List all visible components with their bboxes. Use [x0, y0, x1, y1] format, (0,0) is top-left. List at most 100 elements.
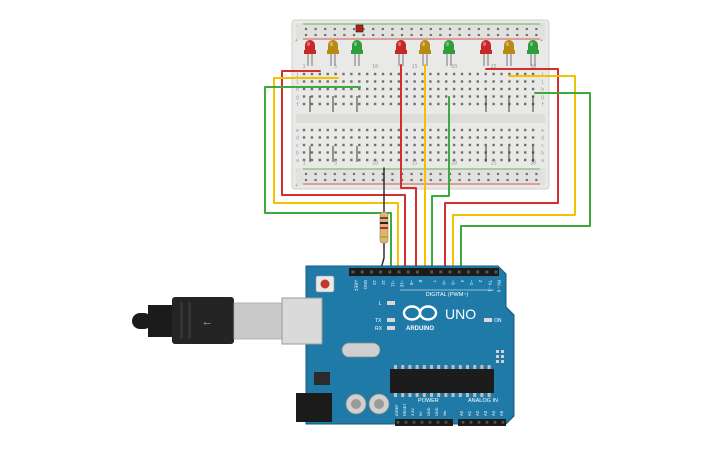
led-red[interactable]: [480, 40, 492, 66]
led-green[interactable]: [443, 40, 455, 66]
breadboard-hole[interactable]: [302, 102, 306, 106]
rail-hole[interactable]: [372, 33, 375, 37]
analog-pin-hole[interactable]: [469, 421, 473, 424]
rail-hole[interactable]: [439, 172, 442, 176]
rail-hole[interactable]: [516, 27, 519, 31]
analog-pin-hole[interactable]: [501, 421, 505, 424]
breadboard-hole[interactable]: [468, 128, 472, 132]
rail-hole[interactable]: [535, 27, 538, 31]
breadboard-hole[interactable]: [350, 143, 353, 147]
breadboard-hole[interactable]: [460, 158, 464, 162]
breadboard-hole[interactable]: [476, 72, 479, 76]
breadboard-hole[interactable]: [437, 102, 440, 106]
breadboard-hole[interactable]: [310, 72, 314, 76]
breadboard-hole[interactable]: [381, 102, 385, 106]
breadboard-hole[interactable]: [445, 158, 448, 162]
rail-hole[interactable]: [391, 172, 394, 176]
breadboard-hole[interactable]: [445, 102, 448, 106]
breadboard-hole[interactable]: [460, 136, 464, 139]
breadboard-hole[interactable]: [460, 95, 464, 98]
breadboard-hole[interactable]: [366, 136, 369, 139]
breadboard-hole[interactable]: [389, 80, 393, 83]
breadboard-hole[interactable]: [413, 80, 416, 83]
breadboard-hole[interactable]: [310, 151, 314, 154]
breadboard-hole[interactable]: [381, 95, 385, 98]
rail-hole[interactable]: [477, 172, 480, 176]
breadboard-hole[interactable]: [373, 158, 377, 162]
breadboard-hole[interactable]: [326, 151, 329, 154]
breadboard-hole[interactable]: [334, 158, 337, 162]
led-yellow[interactable]: [419, 40, 431, 66]
rail-hole[interactable]: [535, 33, 538, 37]
breadboard-hole[interactable]: [405, 128, 408, 132]
rail-hole[interactable]: [429, 178, 432, 182]
breadboard-hole[interactable]: [413, 151, 416, 154]
breadboard-hole[interactable]: [421, 136, 424, 139]
breadboard-hole[interactable]: [445, 95, 448, 98]
rail-hole[interactable]: [420, 172, 423, 176]
breadboard-hole[interactable]: [366, 158, 369, 162]
breadboard-hole[interactable]: [437, 136, 440, 139]
breadboard-hole[interactable]: [476, 80, 479, 83]
breadboard-hole[interactable]: [342, 72, 345, 76]
breadboard-hole[interactable]: [381, 128, 385, 132]
breadboard-hole[interactable]: [350, 136, 353, 139]
breadboard-hole[interactable]: [452, 136, 456, 139]
breadboard-hole[interactable]: [405, 80, 408, 83]
rail-hole[interactable]: [333, 27, 336, 31]
breadboard-hole[interactable]: [429, 151, 432, 154]
breadboard-hole[interactable]: [381, 87, 385, 91]
breadboard-hole[interactable]: [318, 95, 321, 98]
breadboard-hole[interactable]: [302, 72, 306, 76]
breadboard-hole[interactable]: [484, 80, 487, 83]
breadboard-hole[interactable]: [302, 87, 306, 91]
breadboard-hole[interactable]: [350, 80, 353, 83]
breadboard-hole[interactable]: [476, 87, 479, 91]
rail-hole[interactable]: [525, 33, 528, 37]
breadboard-hole[interactable]: [516, 95, 519, 98]
rail-hole[interactable]: [487, 178, 490, 182]
breadboard-hole[interactable]: [524, 128, 527, 132]
breadboard-hole[interactable]: [389, 95, 393, 98]
breadboard-hole[interactable]: [421, 151, 424, 154]
breadboard-hole[interactable]: [476, 128, 479, 132]
rail-hole[interactable]: [506, 33, 509, 37]
breadboard-hole[interactable]: [389, 128, 393, 132]
breadboard-hole[interactable]: [373, 72, 377, 76]
breadboard-hole[interactable]: [492, 136, 495, 139]
breadboard-hole[interactable]: [413, 136, 416, 139]
breadboard-hole[interactable]: [350, 95, 353, 98]
power-pin-hole[interactable]: [428, 421, 432, 424]
breadboard-hole[interactable]: [468, 151, 472, 154]
breadboard-hole[interactable]: [476, 143, 479, 147]
breadboard-hole[interactable]: [508, 87, 511, 91]
breadboard-hole[interactable]: [342, 87, 345, 91]
breadboard-hole[interactable]: [405, 102, 408, 106]
rail-hole[interactable]: [458, 33, 461, 37]
breadboard-hole[interactable]: [476, 151, 479, 154]
breadboard-hole[interactable]: [413, 72, 416, 76]
breadboard-hole[interactable]: [437, 80, 440, 83]
digital-pin-hole[interactable]: [397, 270, 401, 274]
breadboard-hole[interactable]: [429, 128, 432, 132]
breadboard-hole[interactable]: [508, 80, 511, 83]
breadboard-hole[interactable]: [318, 151, 321, 154]
breadboard-hole[interactable]: [302, 128, 306, 132]
rail-hole[interactable]: [487, 172, 490, 176]
rail-hole[interactable]: [381, 172, 384, 176]
breadboard-hole[interactable]: [413, 87, 416, 91]
analog-pin-hole[interactable]: [477, 421, 481, 424]
rail-hole[interactable]: [333, 172, 336, 176]
breadboard-hole[interactable]: [421, 128, 424, 132]
breadboard-hole[interactable]: [373, 87, 377, 91]
breadboard-hole[interactable]: [373, 136, 377, 139]
breadboard-hole[interactable]: [524, 87, 527, 91]
breadboard-hole[interactable]: [516, 158, 519, 162]
breadboard-hole[interactable]: [389, 143, 393, 147]
breadboard-hole[interactable]: [326, 102, 329, 106]
breadboard-hole[interactable]: [302, 158, 306, 162]
breadboard-hole[interactable]: [508, 143, 511, 147]
breadboard-hole[interactable]: [413, 102, 416, 106]
breadboard-hole[interactable]: [334, 151, 337, 154]
rail-hole[interactable]: [458, 178, 461, 182]
